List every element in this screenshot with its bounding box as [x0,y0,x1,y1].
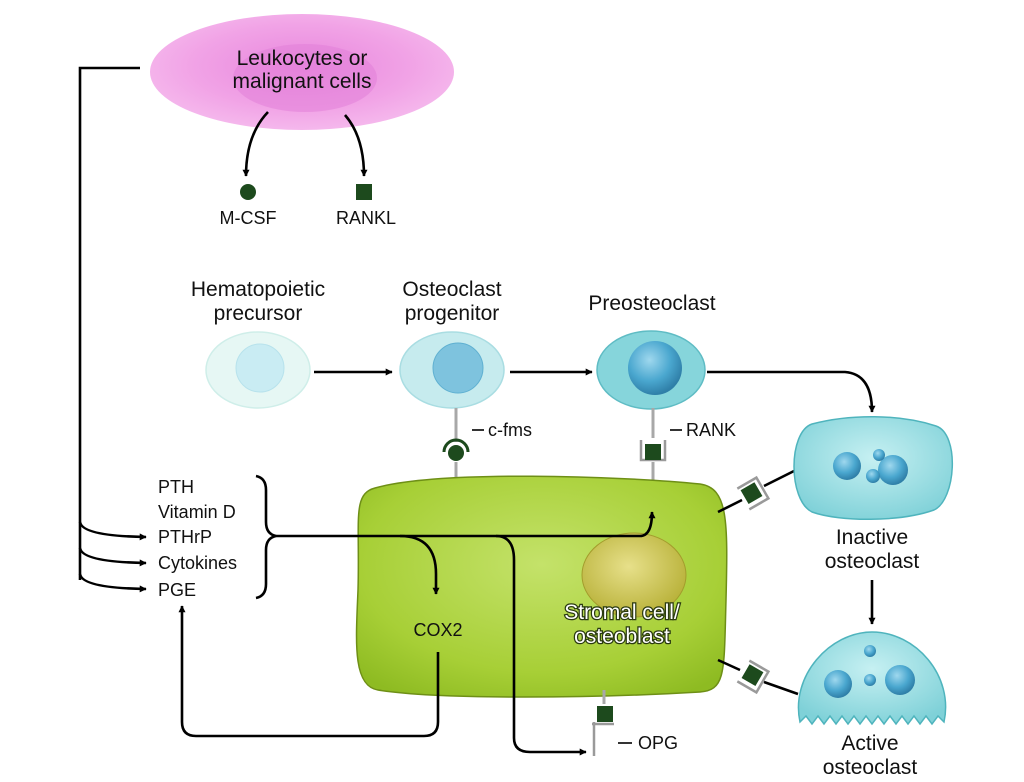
opg-receptor-icon [592,722,614,756]
active-label-line2: osteoclast [823,756,918,779]
rankl-label: RANKL [336,208,396,228]
hematopoietic-label-line2: precursor [214,302,303,325]
stromal-label-line2: osteoblast [574,625,670,648]
osteoclast-progenitor-cell [399,331,505,409]
hormone-pthrp: PTHrP [158,527,212,547]
hormone-pge: PGE [158,580,196,600]
cfms-receptor-icon [442,438,470,453]
arrow-to-mcsf [242,111,269,177]
cfms-label: c-fms [488,420,532,440]
progenitor-label-line2: progenitor [405,302,500,325]
hormone-vitamin-d: Vitamin D [158,502,236,522]
hematopoietic-precursor-cell [205,331,311,409]
stromal-inactive-rankl-icon [736,475,771,511]
mcsf-ligand-icon [240,184,256,200]
preosteoclast-label: Preosteoclast [588,292,715,315]
arrow-to-pge [78,573,147,593]
leukocyte-label-line2: malignant cells [233,70,372,93]
cox2-label: COX2 [413,620,462,640]
inactive-label-line1: Inactive [836,526,908,549]
active-label-line1: Active [841,732,898,755]
stromal-cell [355,475,728,698]
opg-label: OPG [638,733,678,753]
arrow-cox2-to-pge [178,605,440,738]
rankl-ligand-icon [356,184,372,200]
progenitor-label-line1: Osteoclast [402,278,501,301]
arrow-hormones-to-cox2 [399,534,440,595]
hormone-pth: PTH [158,477,194,497]
stromal-active-rankl-icon [736,659,771,695]
opg-rankl-icon [597,706,613,722]
inactive-label-line2: osteoclast [825,550,920,573]
leukocyte-cell [150,14,454,130]
hormone-cytokines: Cytokines [158,553,237,573]
inactive-osteoclast-cell [793,416,954,520]
arrow-to-pthrp [78,521,147,541]
arrow-to-cytokines [78,547,147,567]
hematopoietic-label-line1: Hematopoietic [191,278,325,301]
stromal-label-line1: Stromal cell/ [564,601,680,624]
rank-label: RANK [686,420,736,440]
mcsf-bound-icon [448,445,464,461]
arrow-preosteoclast-to-inactive [707,370,876,413]
preosteoclast-cell [596,330,706,410]
active-osteoclast-cell [797,631,947,726]
leukocyte-label-line1: Leukocytes or [237,47,368,70]
mcsf-label: M-CSF [220,208,277,228]
arrow-hormones-to-opg [495,534,587,756]
rankl-bound-icon [645,444,661,460]
arrow-to-rankl [344,114,368,177]
arrow-hormones-to-rankl [276,511,656,538]
hormone-bracket [255,474,277,600]
leukocyte-signal-line [78,66,140,580]
